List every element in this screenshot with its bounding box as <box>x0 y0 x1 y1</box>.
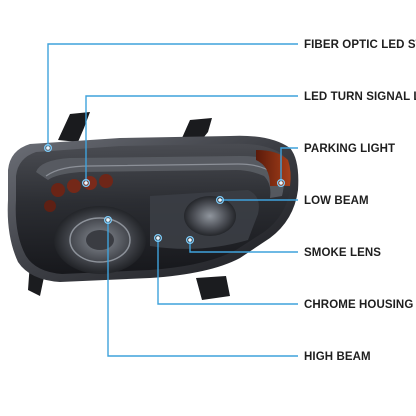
low-beam-projector <box>150 190 259 249</box>
marker-dot-smoke-lens <box>188 238 192 242</box>
label-fiber-optic-led-strips: FIBER OPTIC LED STRIPS <box>304 39 416 51</box>
callout-led-turn-signal-lights: LED TURN SIGNAL LIGHTS <box>81 91 416 188</box>
label-parking-light: PARKING LIGHT <box>304 143 395 155</box>
mounting-tab-right <box>182 118 212 142</box>
label-led-turn-signal-lights: LED TURN SIGNAL LIGHTS <box>304 91 416 103</box>
marker-ring-parking-light <box>277 179 286 188</box>
marker-dot-led-turn-signal-lights <box>84 181 88 185</box>
marker-dot-fiber-optic-led-strips <box>46 146 50 150</box>
marker-ring-chrome-housing <box>154 234 163 243</box>
label-smoke-lens: SMOKE LENS <box>304 247 381 259</box>
headlight-illustration <box>7 112 299 300</box>
leader-line-led-turn-signal-lights <box>85 95 298 183</box>
callout-fiber-optic-led-strips: FIBER OPTIC LED STRIPS <box>43 39 416 153</box>
marker-ring-smoke-lens <box>186 236 195 245</box>
callout-layer: FIBER OPTIC LED STRIPS LED TURN SIGNAL LI… <box>43 39 416 363</box>
marker-ring-low-beam <box>216 196 225 205</box>
fiber-optic-strip <box>36 156 284 198</box>
label-low-beam: LOW BEAM <box>304 195 369 207</box>
callout-low-beam: LOW BEAM <box>216 195 369 207</box>
callout-smoke-lens: SMOKE LENS <box>186 236 381 259</box>
high-beam-reflector <box>54 206 146 274</box>
marker-ring-led-turn-signal-lights <box>81 179 90 188</box>
callout-parking-light: PARKING LIGHT <box>277 143 395 188</box>
mounting-tab-left <box>58 112 90 142</box>
leader-line-parking-light <box>280 147 298 183</box>
parking-light-amber <box>256 150 291 186</box>
label-chrome-housing: CHROME HOUSING <box>304 299 413 311</box>
leader-line-chrome-housing <box>157 238 298 305</box>
marker-dot-low-beam <box>218 198 222 202</box>
marker-dot-chrome-housing <box>156 236 160 240</box>
callout-high-beam: HIGH BEAM <box>103 216 371 363</box>
leader-line-high-beam <box>107 220 298 357</box>
marker-ring-high-beam <box>103 216 112 225</box>
lower-bracket-right <box>196 276 230 300</box>
marker-dot-high-beam <box>106 218 110 222</box>
marker-dot-parking-light <box>279 181 283 185</box>
fiber-strip-highlight <box>45 163 275 177</box>
leader-line-fiber-optic-led-strips <box>47 43 298 148</box>
label-high-beam: HIGH BEAM <box>304 351 371 363</box>
marker-ring-fiber-optic-led-strips <box>43 144 52 153</box>
callout-chrome-housing: CHROME HOUSING <box>154 234 413 311</box>
